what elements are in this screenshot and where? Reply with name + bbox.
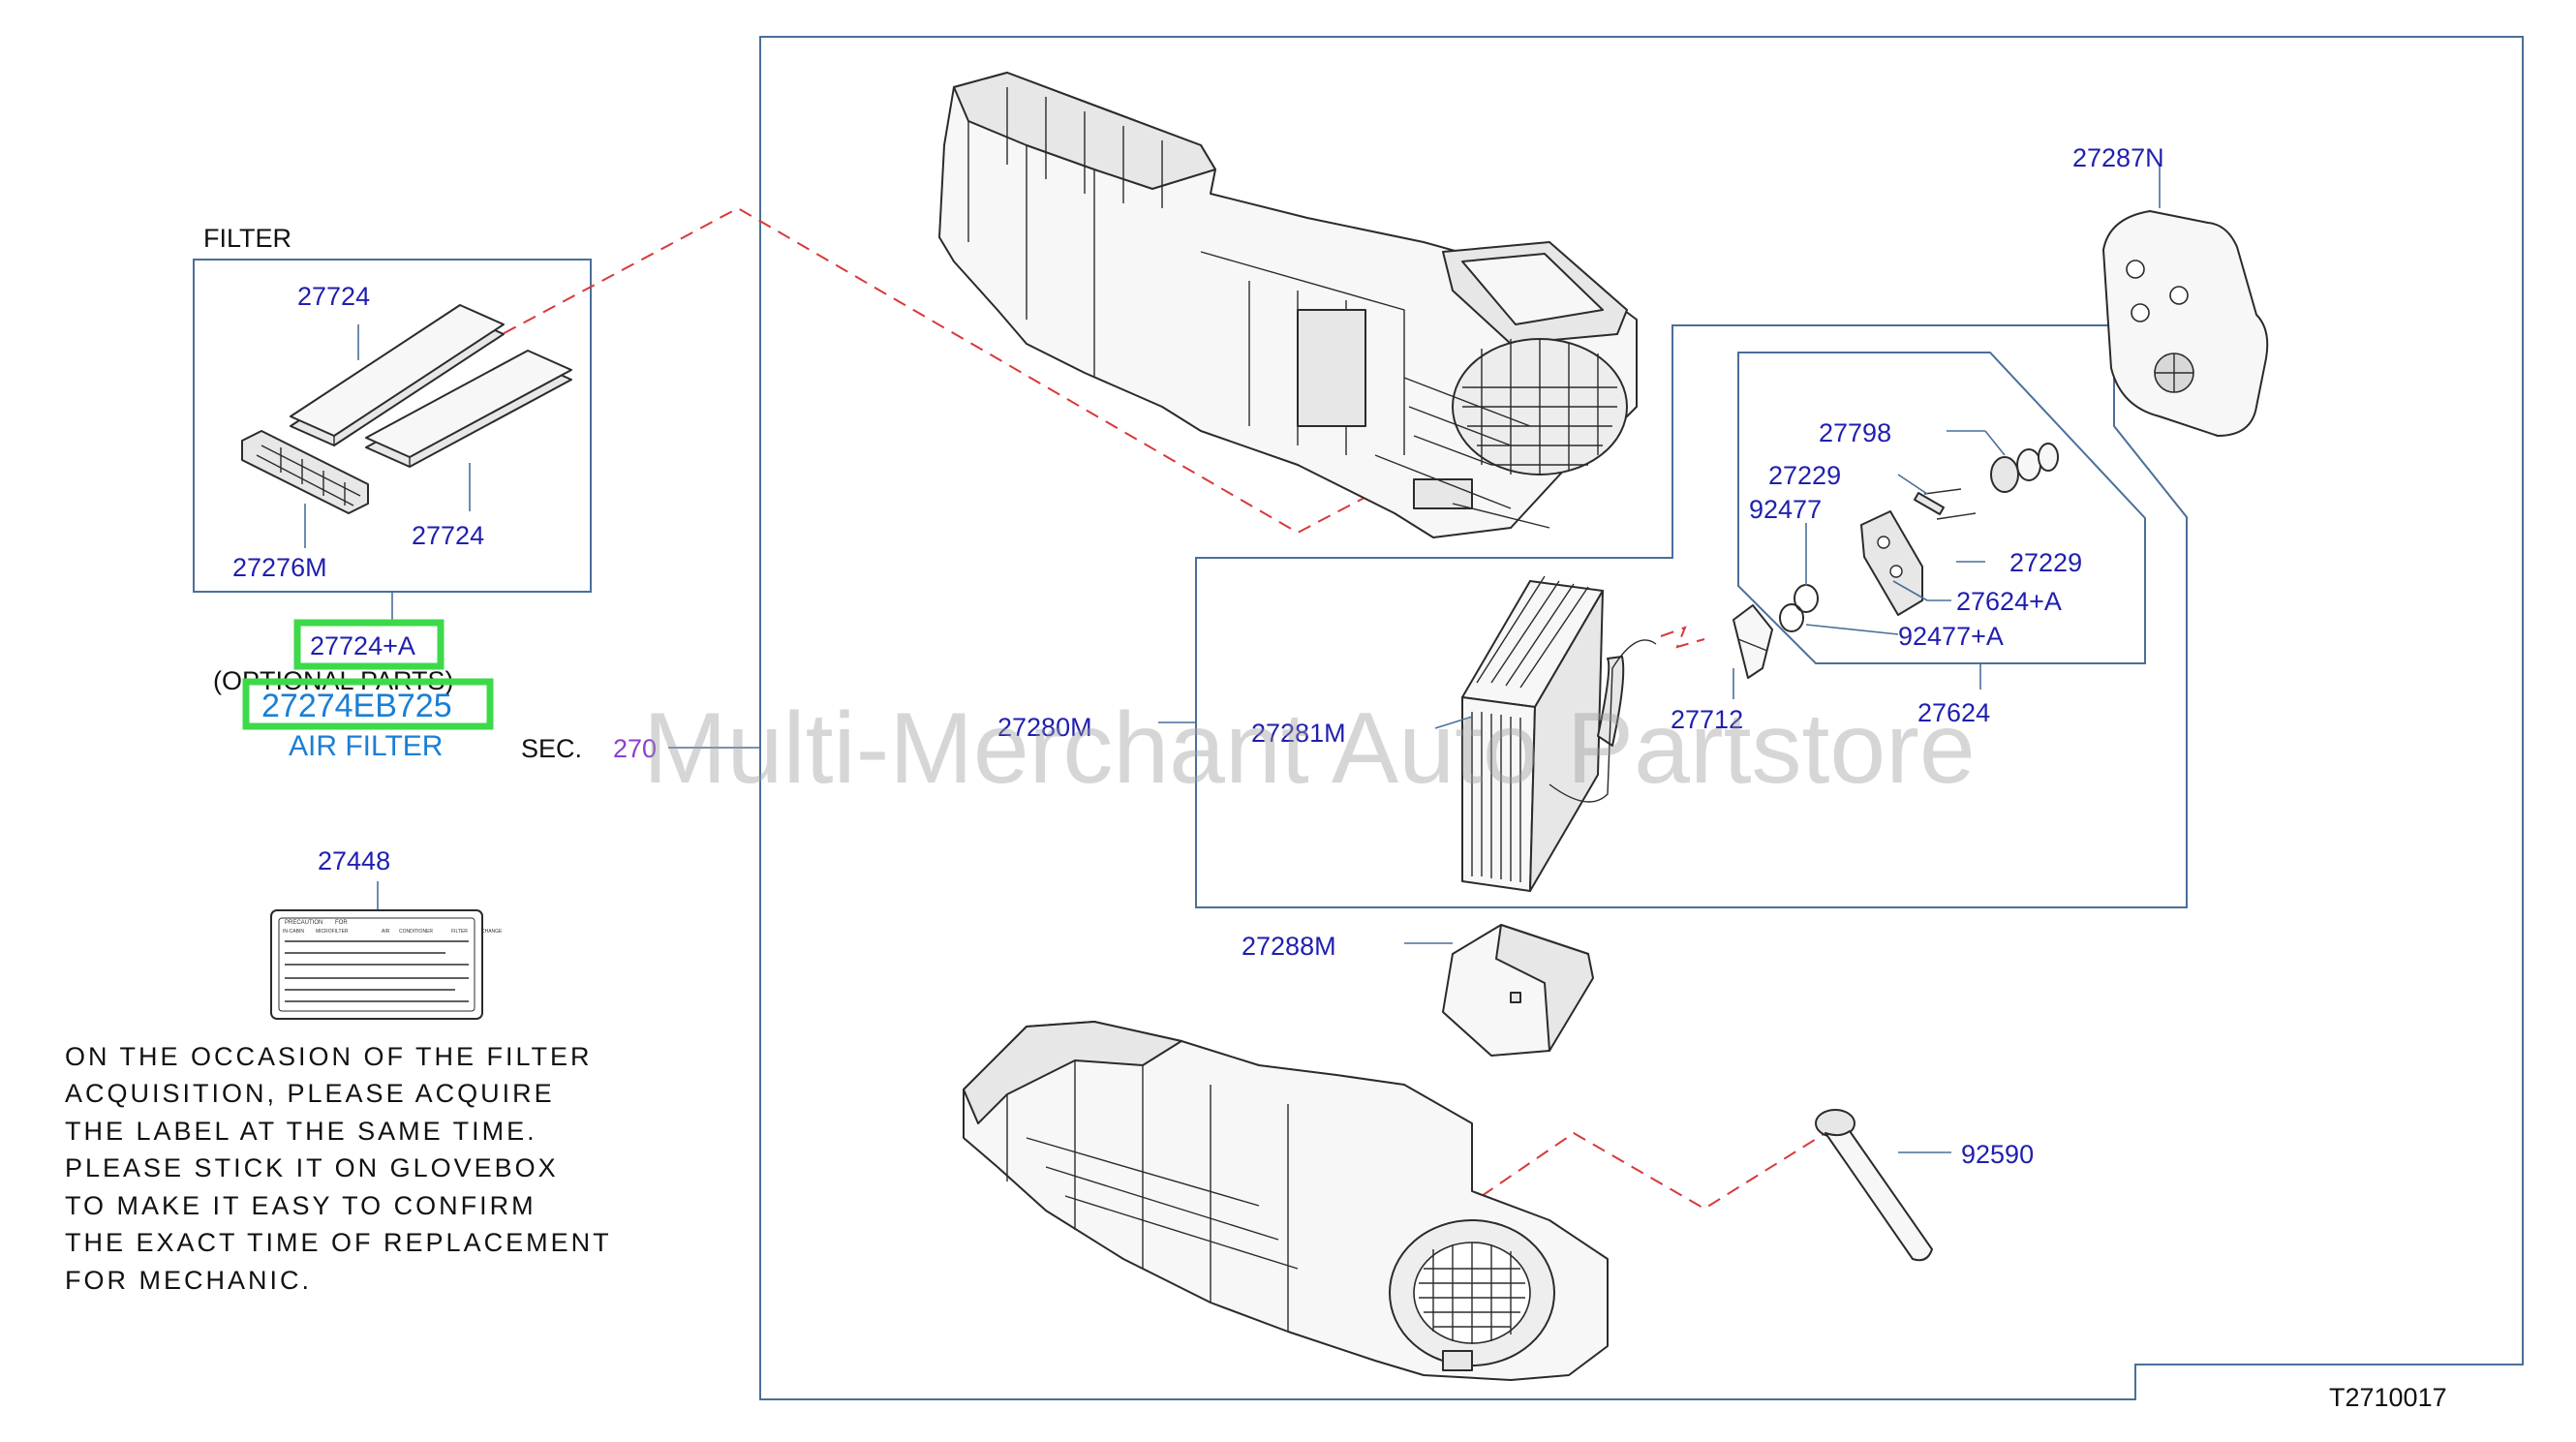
note-line-3: THE LABEL AT THE SAME TIME. — [65, 1117, 537, 1146]
dashed-leaders — [483, 206, 1826, 1211]
watermark-text: Multi-Merchant Auto Partstore — [643, 692, 1976, 805]
part-label-27712[interactable]: 27712 — [1671, 705, 1743, 734]
svg-text:IN-CABIN: IN-CABIN — [283, 929, 304, 935]
part-label-27276M[interactable]: 27276M — [232, 553, 327, 582]
filter-element-upper-drawing — [290, 304, 505, 446]
upper-hvac-case-drawing — [938, 72, 1638, 538]
part-label-27724-top[interactable]: 27724 — [297, 282, 370, 311]
section-ref-prefix: SEC. — [521, 734, 582, 763]
filter-label-note: ON THE OCCASION OF THE FILTER ACQUISITIO… — [65, 1042, 612, 1295]
note-line-1: ON THE OCCASION OF THE FILTER — [65, 1042, 593, 1071]
precaution-label-drawing: PRECAUTION FOR IN-CABIN MICROFILTER AIR … — [270, 909, 503, 1020]
diagram-code: T2710017 — [2329, 1383, 2447, 1412]
part-label-27724A[interactable]: 27724+A — [310, 631, 415, 660]
part-label-92477[interactable]: 92477 — [1749, 495, 1822, 524]
note-line-7: FOR MECHANIC. — [65, 1266, 312, 1295]
note-line-4: PLEASE STICK IT ON GLOVEBOX — [65, 1153, 559, 1182]
part-label-27448[interactable]: 27448 — [318, 846, 390, 875]
hose-92590-drawing — [1815, 1109, 1933, 1262]
plate-27287N-drawing — [2102, 210, 2269, 437]
svg-text:CONDITIONER: CONDITIONER — [399, 929, 433, 935]
heater-core-drawing — [1461, 575, 1657, 892]
heater-core-subframe — [1195, 324, 2188, 908]
part-label-27624[interactable]: 27624 — [1917, 698, 1990, 727]
note-line-2: ACQUISITION, PLEASE ACQUIRE — [65, 1079, 555, 1108]
main-assembly-frame — [759, 36, 2524, 1400]
svg-text:FILTER: FILTER — [451, 929, 468, 935]
svg-text:FOR: FOR — [335, 920, 348, 926]
filter-section-title: FILTER — [203, 224, 291, 253]
part-label-27287N[interactable]: 27287N — [2072, 143, 2164, 172]
air-filter-part-number[interactable]: 27274EB725 — [261, 688, 452, 724]
filter-frame-part-drawing — [241, 430, 369, 514]
svg-text:AIR: AIR — [382, 929, 390, 935]
svg-text:MICROFILTER: MICROFILTER — [316, 929, 349, 935]
lower-hvac-case-drawing — [963, 1021, 1609, 1381]
expansion-valve-subframe — [1737, 352, 2146, 664]
section-ref-number[interactable]: 270 — [613, 734, 657, 763]
air-filter-number-highlight — [242, 678, 494, 730]
kit-number-highlight — [293, 619, 445, 670]
air-filter-name: AIR FILTER — [289, 730, 443, 762]
note-line-5: TO MAKE IT EASY TO CONFIRM — [65, 1191, 537, 1220]
note-line-6: THE EXACT TIME OF REPLACEMENT — [65, 1228, 612, 1257]
part-label-27281M[interactable]: 27281M — [1251, 719, 1346, 748]
part-label-27280M[interactable]: 27280M — [997, 713, 1092, 742]
part-label-27288M[interactable]: 27288M — [1242, 932, 1336, 961]
part-label-27798[interactable]: 27798 — [1819, 418, 1891, 447]
part-label-92477A[interactable]: 92477+A — [1898, 622, 2004, 651]
part-label-27229-upper[interactable]: 27229 — [1768, 461, 1841, 490]
part-label-27229-lower[interactable]: 27229 — [2009, 548, 2082, 577]
part-label-27724-bottom[interactable]: 27724 — [412, 521, 484, 550]
svg-text:CHANGE: CHANGE — [481, 929, 503, 935]
part-label-92590[interactable]: 92590 — [1961, 1140, 2034, 1169]
filter-frame — [193, 259, 592, 625]
filter-element-lower-drawing — [365, 350, 572, 468]
svg-text:PRECAUTION: PRECAUTION — [285, 920, 322, 926]
filter-leader-lines — [304, 324, 471, 548]
callout-leaders — [1158, 167, 2161, 1153]
duct-27288M-drawing — [1442, 924, 1594, 1057]
part-label-27624A[interactable]: 27624+A — [1956, 587, 2062, 616]
